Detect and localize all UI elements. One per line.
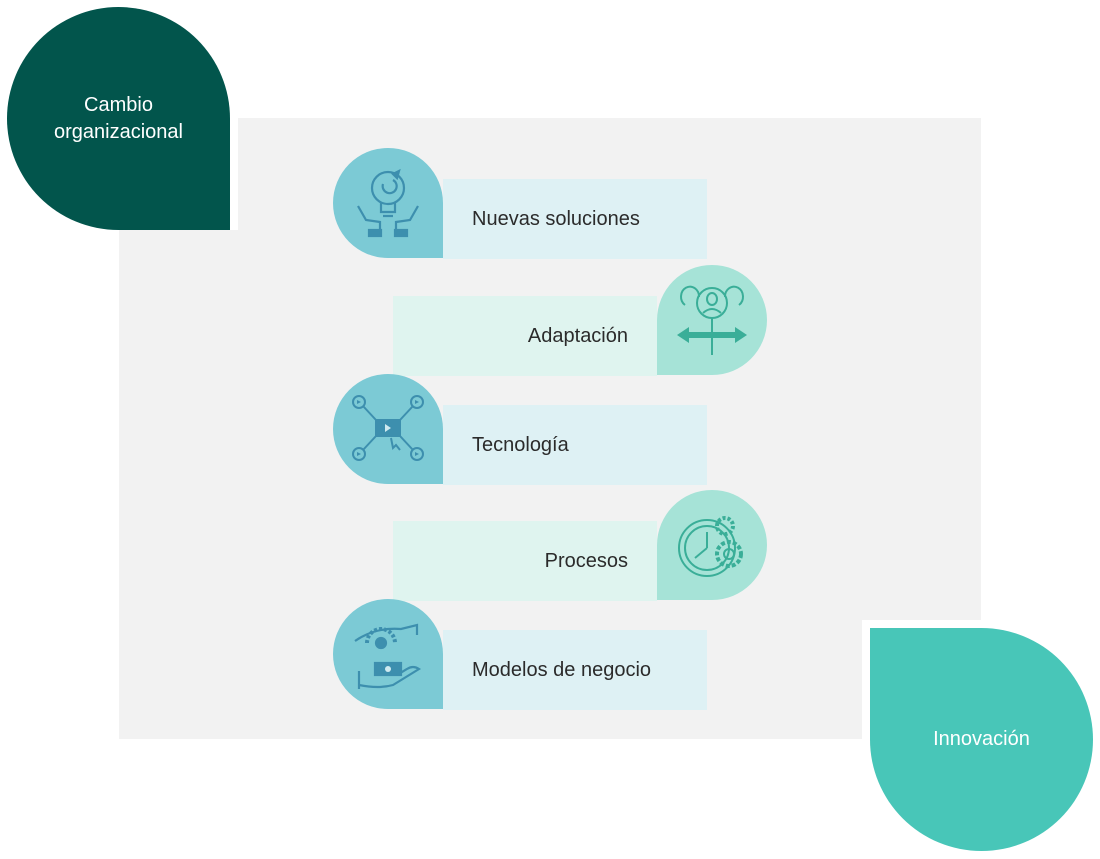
item-modelos-de-negocio: Modelos de negocio bbox=[443, 630, 707, 710]
leaf-cambio-organizacional: Cambio organizacional bbox=[7, 7, 230, 230]
lightbulb-hands-icon bbox=[333, 148, 443, 258]
item-label: Nuevas soluciones bbox=[472, 207, 640, 230]
item-label: Tecnología bbox=[472, 433, 569, 456]
item-label: Adaptación bbox=[527, 324, 628, 347]
handshake-money-icon bbox=[333, 599, 443, 709]
item-procesos: Procesos bbox=[393, 521, 657, 601]
leaf-top-label: Cambio organizacional bbox=[54, 93, 183, 143]
leaf-bottom-label: Innovación bbox=[933, 728, 1030, 750]
people-arrows-icon bbox=[657, 265, 767, 375]
clock-gears-icon bbox=[657, 490, 767, 600]
network-screen-icon bbox=[333, 374, 443, 484]
leaf-innovacion: Innovación bbox=[870, 628, 1093, 851]
item-label: Modelos de negocio bbox=[472, 658, 652, 681]
item-adaptacion: Adaptación bbox=[393, 296, 657, 376]
item-label: Procesos bbox=[544, 549, 628, 572]
item-nuevas-soluciones: Nuevas soluciones bbox=[443, 179, 707, 259]
item-tecnologia: Tecnología bbox=[443, 405, 707, 485]
